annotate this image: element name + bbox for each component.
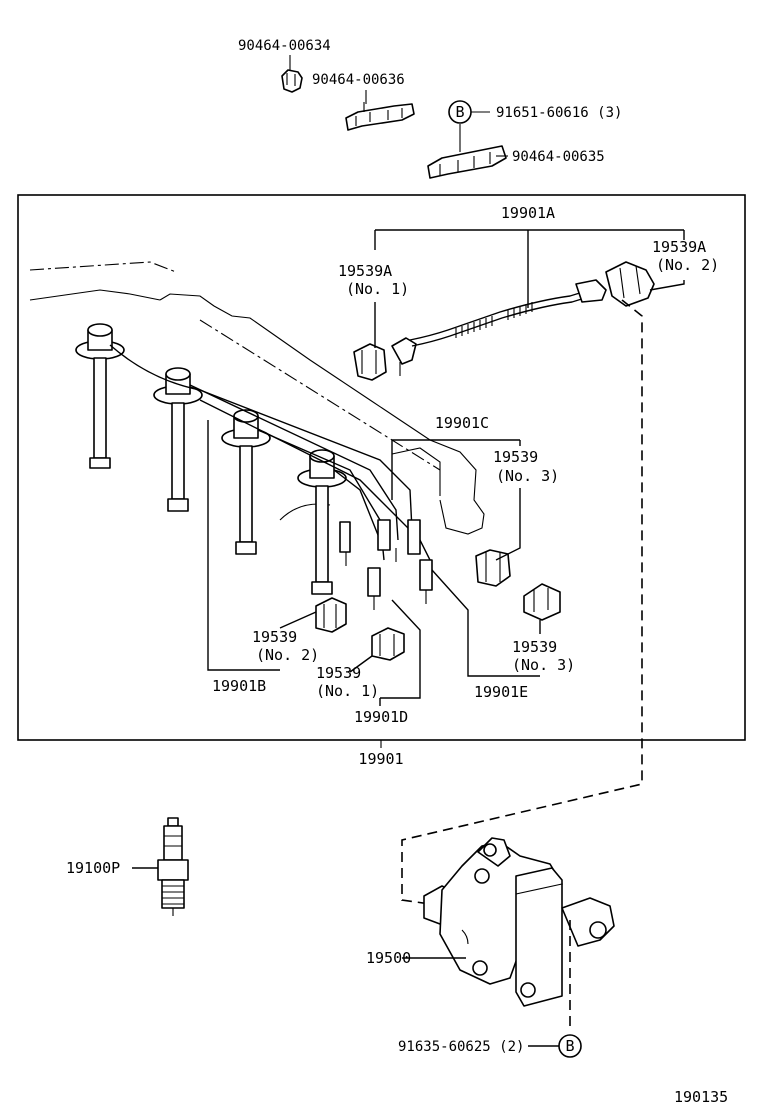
label-90464-00636: 90464-00636 <box>312 72 405 88</box>
label-19500: 19500 <box>366 949 411 967</box>
cap-19539-no1-illustration <box>371 627 405 661</box>
label-19901: 19901 <box>358 750 403 768</box>
cap-19539-no3-upper-illustration <box>475 549 511 587</box>
label-19901c: 19901C <box>435 414 489 432</box>
label-90464-00635: 90464-00635 <box>512 149 605 165</box>
label-19539-no1-sub: (No. 1) <box>316 682 379 700</box>
clamp-90464-00635-illustration <box>427 145 507 179</box>
cylinder-head-outline <box>29 261 485 535</box>
clamp-90464-00636-illustration <box>345 102 415 131</box>
circle-b-top-label: B <box>455 103 464 121</box>
plug-cord-no4-illustration <box>297 449 347 595</box>
label-19539-no3-lower-sub: (No. 3) <box>512 656 575 674</box>
label-91651-60616: 91651-60616 (3) <box>496 105 622 121</box>
label-19539a-no1-sub: (No. 1) <box>346 280 409 298</box>
label-19901d: 19901D <box>354 708 408 726</box>
label-19901b: 19901B <box>212 677 266 695</box>
label-19539-no2-sub: (No. 2) <box>256 646 319 664</box>
spark-plug-19100p-illustration <box>157 817 189 916</box>
cap-19539-no3-lower-illustration <box>523 583 561 621</box>
circle-b-top-marker <box>448 100 472 124</box>
plug-cord-no1-illustration <box>75 323 125 469</box>
label-19539a-no2-sub: (No. 2) <box>656 256 719 274</box>
ignition-coil-19500-illustration <box>423 837 615 1007</box>
plug-cord-no2-illustration <box>153 367 203 512</box>
label-91635-60625: 91635-60625 (2) <box>398 1039 524 1055</box>
label-19539-no3-lower: 19539 <box>512 638 557 656</box>
cord-19901a-illustration <box>353 261 655 381</box>
clamp-90464-00634-illustration <box>281 69 303 93</box>
plug-cord-no3-illustration <box>221 409 271 555</box>
coil-connection-dashed-line <box>401 299 643 905</box>
label-19901a: 19901A <box>501 204 555 222</box>
label-19539-no3-upper: 19539 <box>493 448 538 466</box>
label-90464-00634: 90464-00634 <box>238 38 331 54</box>
cap-19539-no2-illustration <box>315 597 347 633</box>
cord-harness-illustration <box>109 344 433 610</box>
label-19901e: 19901E <box>474 683 528 701</box>
label-19539a-no1: 19539A <box>338 262 392 280</box>
label-19539-no2: 19539 <box>252 628 297 646</box>
figure-number: 190135 <box>674 1088 728 1106</box>
label-19100p: 19100P <box>66 859 120 877</box>
circle-b-bottom-marker <box>558 1034 582 1058</box>
label-19539a-no2: 19539A <box>652 238 706 256</box>
label-19539-no3-upper-sub: (No. 3) <box>496 467 559 485</box>
label-19539-no1: 19539 <box>316 664 361 682</box>
circle-b-bottom-label: B <box>565 1037 574 1055</box>
